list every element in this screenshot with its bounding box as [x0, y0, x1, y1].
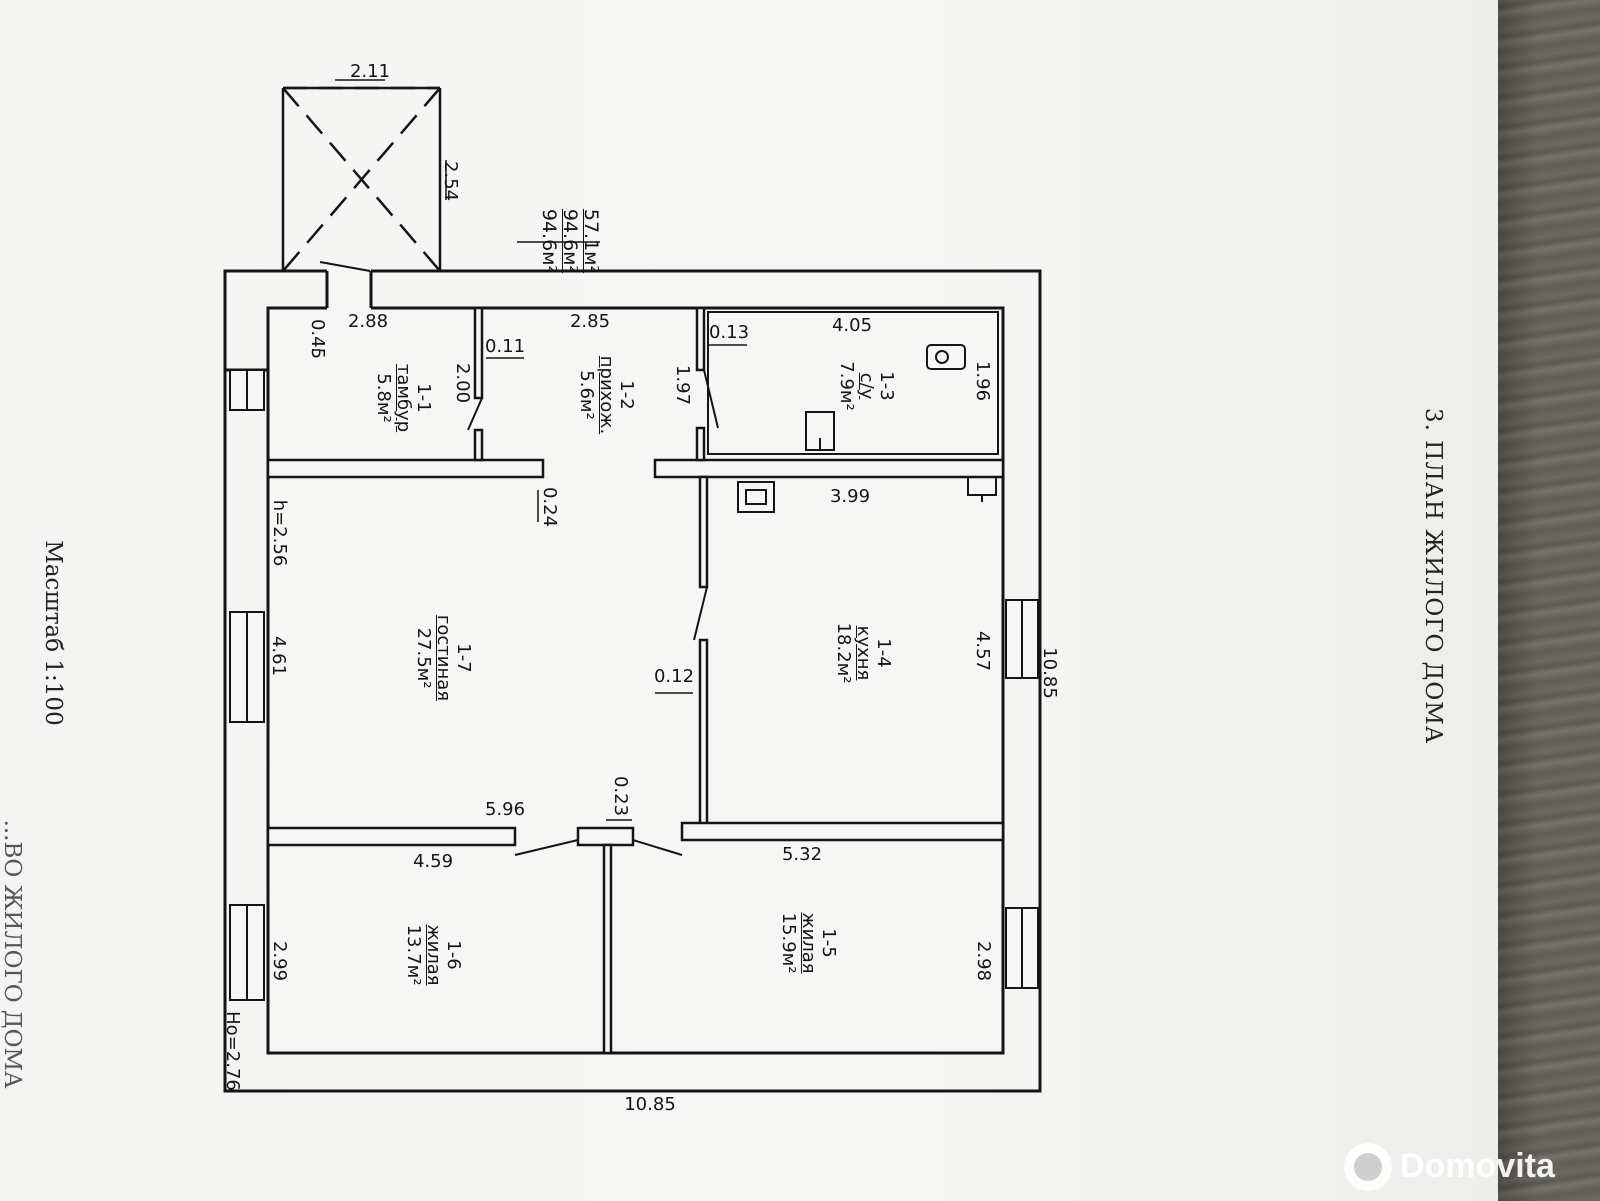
wall-hall-wc: [695, 306, 706, 372]
room-1-2: 1-2 прихож. 5.6м²: [576, 355, 637, 435]
area-living: 57.1м²: [580, 208, 602, 274]
dim-0-23: 0.23: [610, 775, 631, 817]
dim-porch-depth: 2.54: [440, 160, 461, 202]
cut-off-title: ...ВО ЖИЛОГО ДОМА: [0, 819, 25, 1089]
dim-2-99: 2.99: [269, 940, 290, 982]
kitchen-sink-icon: [737, 481, 775, 513]
porch: [281, 79, 447, 272]
toilet-icon: [926, 344, 966, 370]
wall-tambour-hall: [473, 306, 484, 400]
dim-5-96: 5.96: [484, 799, 526, 820]
dim-porch-width: 2.11: [349, 61, 391, 82]
dim-2-88: 2.88: [347, 311, 389, 332]
dim-0-13: 0.13: [708, 322, 750, 343]
entrance-opening: [327, 266, 371, 312]
wall-living-kitchen: [698, 475, 709, 589]
room-1-1: 1-1 тамбур 5.8м²: [373, 363, 434, 433]
total-areas: 57.1м² 94.6м² 94.6м²: [509, 181, 602, 301]
dim-10-85-right: 10.85: [1039, 647, 1060, 699]
scale-label: Масштаб 1:100: [40, 540, 66, 726]
dim-5-32: 5.32: [781, 844, 823, 865]
ceiling-height: h=2.56: [269, 499, 290, 567]
dim-1-97: 1.97: [672, 364, 693, 406]
dim-4-05: 4.05: [831, 315, 873, 336]
room-1-6: 1-6 жилая 13.7м²: [403, 924, 464, 986]
room-1-4: 1-4 кухня 18.2м²: [833, 622, 894, 684]
floor-height: Hо=2.76: [222, 1011, 243, 1091]
dim-1-96: 1.96: [972, 360, 993, 402]
room-1-7: 1-7 гостиная 27.5м²: [413, 614, 474, 702]
dim-3-99: 3.99: [829, 486, 871, 507]
dim-2-98: 2.98: [973, 940, 994, 982]
area-total: 94.6м²: [559, 208, 582, 274]
dim-4-57: 4.57: [972, 630, 993, 672]
wall-hall-wc: [695, 426, 706, 462]
wall-living-bedroom: [266, 826, 517, 847]
dim-2-00: 2.00: [452, 362, 473, 404]
wall-bedrooms: [602, 843, 613, 1055]
tambour-wall: [225, 308, 270, 372]
wall-living-kitchen: [698, 638, 709, 827]
plan-heading: 3. ПЛАН ЖИЛОГО ДОМА: [1420, 408, 1446, 745]
outer-wall-outer: [223, 269, 1042, 1093]
dim-2-85: 2.85: [569, 311, 611, 332]
outer-wall-inner: [266, 306, 1005, 1055]
dim-0-12: 0.12: [653, 666, 695, 687]
area-total-2: 94.6м²: [538, 208, 561, 274]
dim-4-59: 4.59: [412, 851, 454, 872]
wall-tambour-hall: [473, 428, 484, 462]
dim-10-85-bottom: 10.85: [624, 1094, 676, 1115]
dim-0-24: 0.24: [539, 486, 560, 528]
room-1-3: 1-3 с/у 7.9м²: [836, 361, 897, 411]
wall-hall-kitchen: [653, 458, 1005, 479]
domovita-logo-icon: [1344, 1143, 1392, 1191]
domovita-watermark: Domovita: [1344, 1143, 1594, 1193]
wooden-table-edge: [1498, 0, 1600, 1201]
room-1-5: 1-5 жилая 15.9м²: [778, 912, 839, 974]
wall-tambour-living: [266, 458, 545, 479]
wall-kitchen-bedroom: [680, 821, 1005, 842]
dim-0-11: 0.11: [484, 336, 526, 357]
dim-4-61: 4.61: [268, 635, 289, 677]
dim-0-45: 0.45: [307, 318, 328, 360]
wall-pillar: [576, 826, 635, 847]
